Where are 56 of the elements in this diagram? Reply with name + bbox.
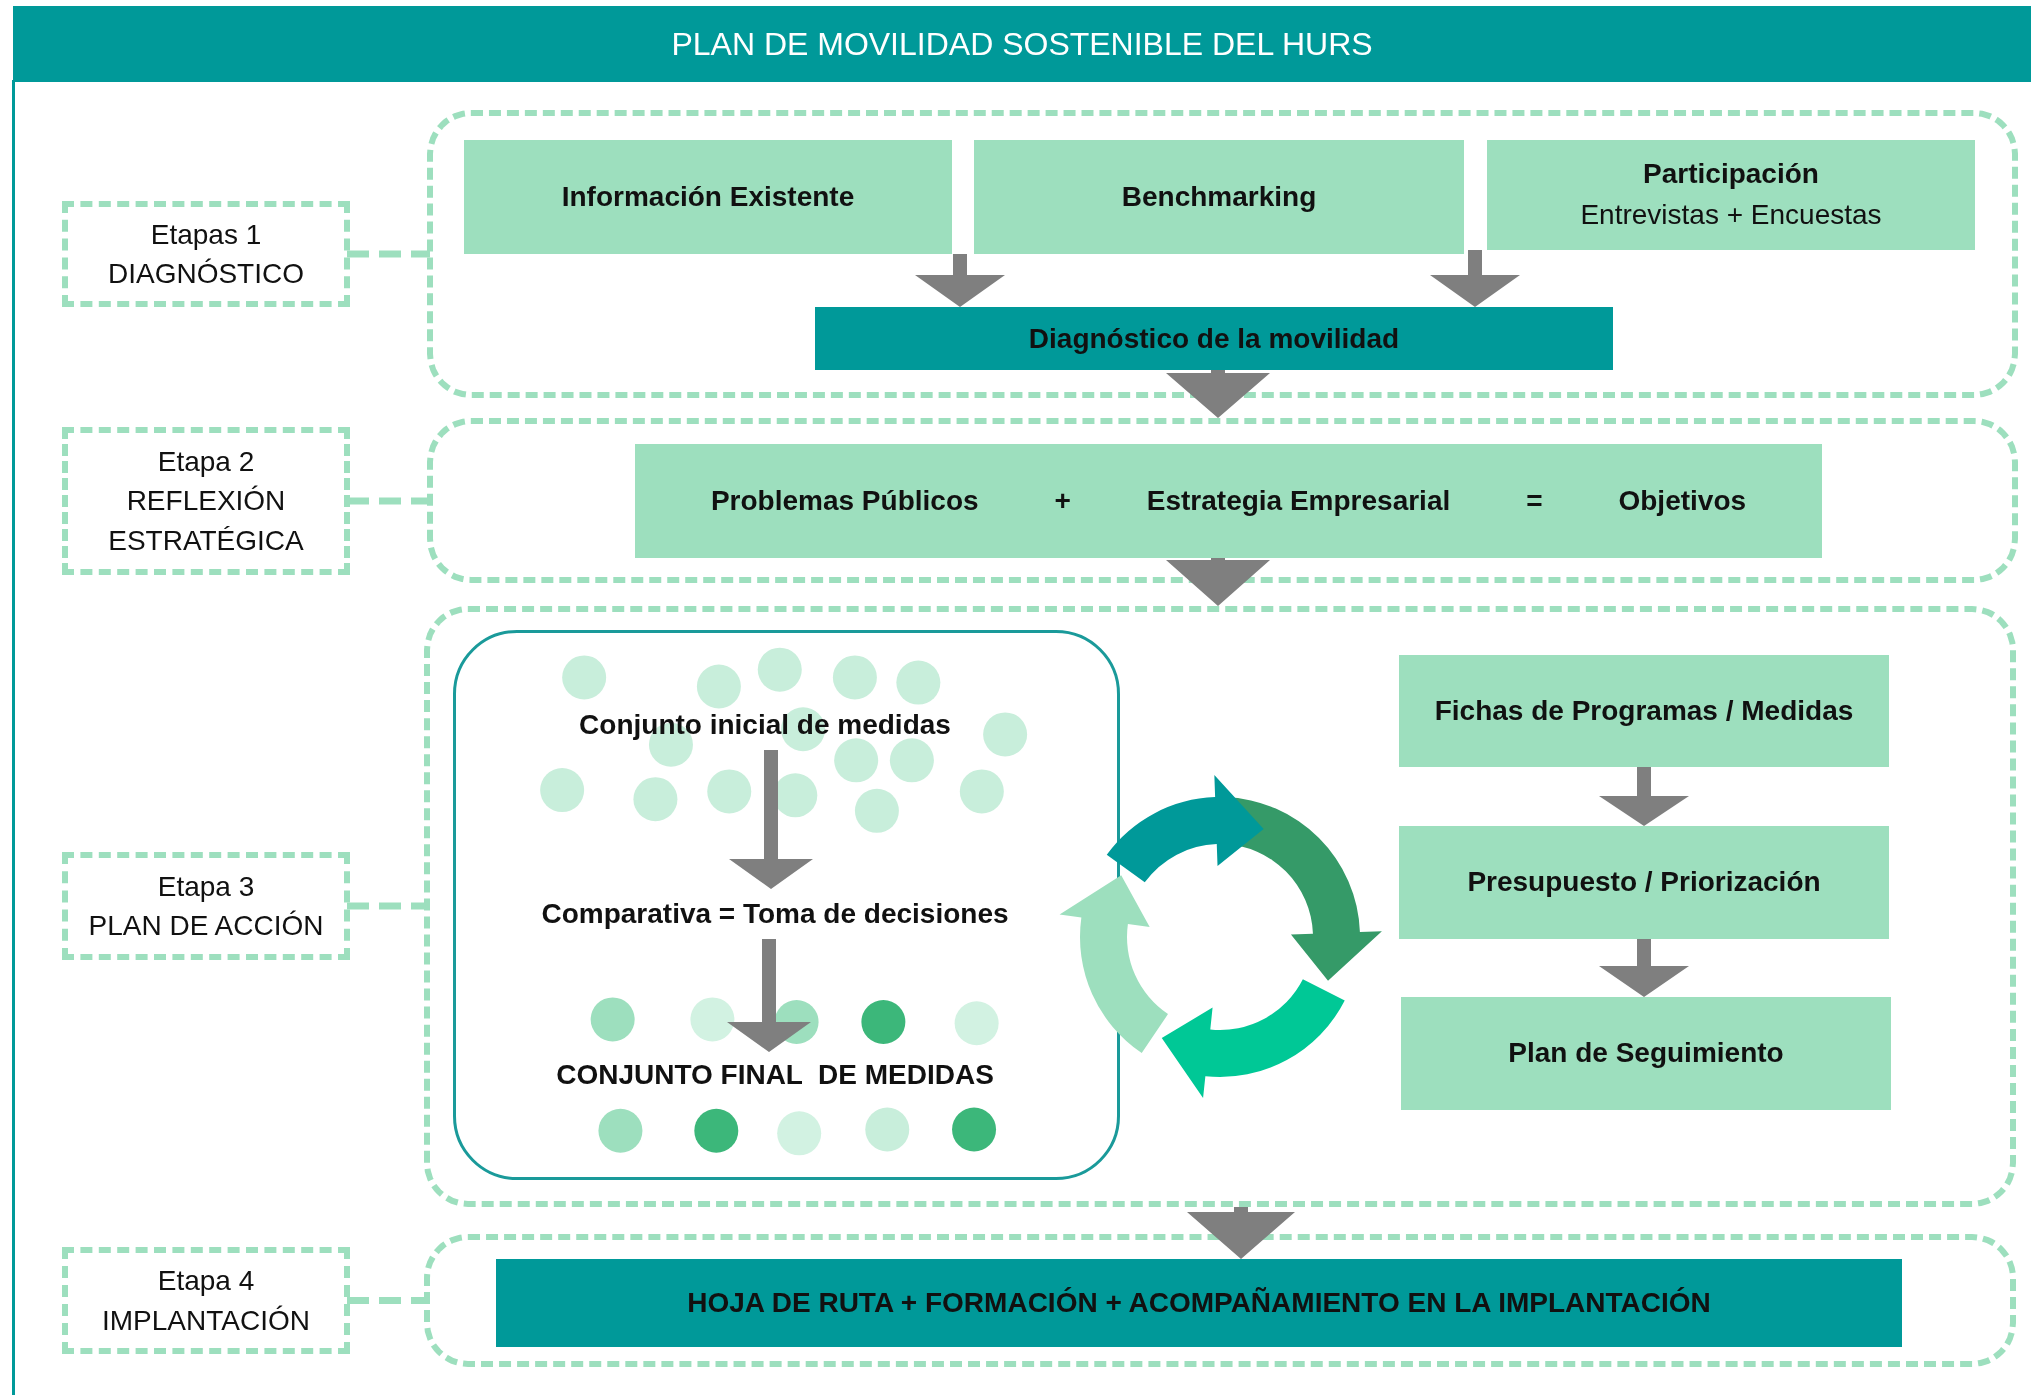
- arrow: [1166, 558, 1270, 606]
- process-box: [1399, 826, 1889, 939]
- operator-sign: +: [1054, 483, 1071, 518]
- process-box: [635, 444, 1822, 558]
- step-text: Conjunto inicial de medidas: [560, 700, 970, 750]
- box-text: Benchmarking: [1121, 179, 1317, 214]
- box-text: Estrategia Empresarial: [1146, 483, 1451, 518]
- box-text: Plan de Seguimiento: [1508, 1036, 1784, 1071]
- process-box: [1487, 140, 1975, 250]
- box-text: Problemas Públicos: [710, 483, 979, 518]
- stage-number: Etapas 1: [150, 217, 262, 252]
- box-text: Presupuesto / Priorización: [1467, 865, 1821, 900]
- process-box: [1399, 655, 1889, 767]
- step-text: Comparativa = Toma de decisiones: [510, 889, 1040, 939]
- box-text: Participación: [1643, 157, 1819, 192]
- connector-line: [347, 1297, 427, 1304]
- stage-number: Etapa 4: [157, 1264, 255, 1299]
- stage-name: REFLEXIÓN ESTRATÉGICA: [107, 484, 305, 558]
- process-box: [464, 140, 952, 254]
- arrow: [915, 254, 1005, 307]
- arrow: [1430, 250, 1520, 307]
- arrow: [1187, 1207, 1295, 1259]
- stage-label-box: [62, 427, 350, 575]
- stage-label-box: [62, 1247, 350, 1354]
- process-box: [974, 140, 1464, 254]
- arrow: [727, 939, 811, 1052]
- stage-number: Etapa 3: [157, 869, 255, 904]
- stage-name: PLAN DE ACCIÓN: [88, 909, 324, 943]
- stage-group-frame: [427, 418, 2018, 583]
- box-text: Entrevistas + Encuestas: [1580, 198, 1882, 232]
- arrow: [1166, 370, 1270, 418]
- operator-sign: =: [1526, 483, 1543, 518]
- stage-group-frame: [424, 606, 2016, 1207]
- process-box: [1401, 997, 1891, 1110]
- stage-name: IMPLANTACIÓN: [102, 1303, 310, 1338]
- highlight-box: [496, 1259, 1902, 1347]
- title-bar: PLAN DE MOVILIDAD SOSTENIBLE DEL HURS: [13, 6, 2031, 82]
- arrow: [729, 750, 813, 889]
- measures-panel: [453, 630, 1120, 1180]
- box-text: HOJA DE RUTA + FORMACIÓN + ACOMPAÑAMIENTO EN LA IMPLANTACIÓN: [687, 1287, 1711, 1319]
- arrow: [1599, 767, 1689, 826]
- arrow: [1599, 939, 1689, 997]
- stage-group-frame: [424, 1234, 2016, 1367]
- connector-line: [347, 902, 427, 910]
- stage-group-frame: [427, 110, 2018, 398]
- stage-label-box: [62, 852, 350, 960]
- box-text: Fichas de Programas / Medidas: [1434, 693, 1854, 728]
- stage-label-box: [62, 201, 350, 307]
- highlight-box: [815, 307, 1613, 370]
- step-text: CONJUNTO FINAL DE MEDIDAS: [500, 1052, 1050, 1098]
- stage-number: Etapa 2: [157, 445, 255, 480]
- stage-name: DIAGNÓSTICO: [108, 257, 304, 291]
- box-text: Información Existente: [561, 179, 855, 214]
- connector-line: [347, 250, 430, 258]
- box-text: Objetivos: [1618, 483, 1747, 518]
- box-text: Diagnóstico de la movilidad: [1028, 322, 1400, 355]
